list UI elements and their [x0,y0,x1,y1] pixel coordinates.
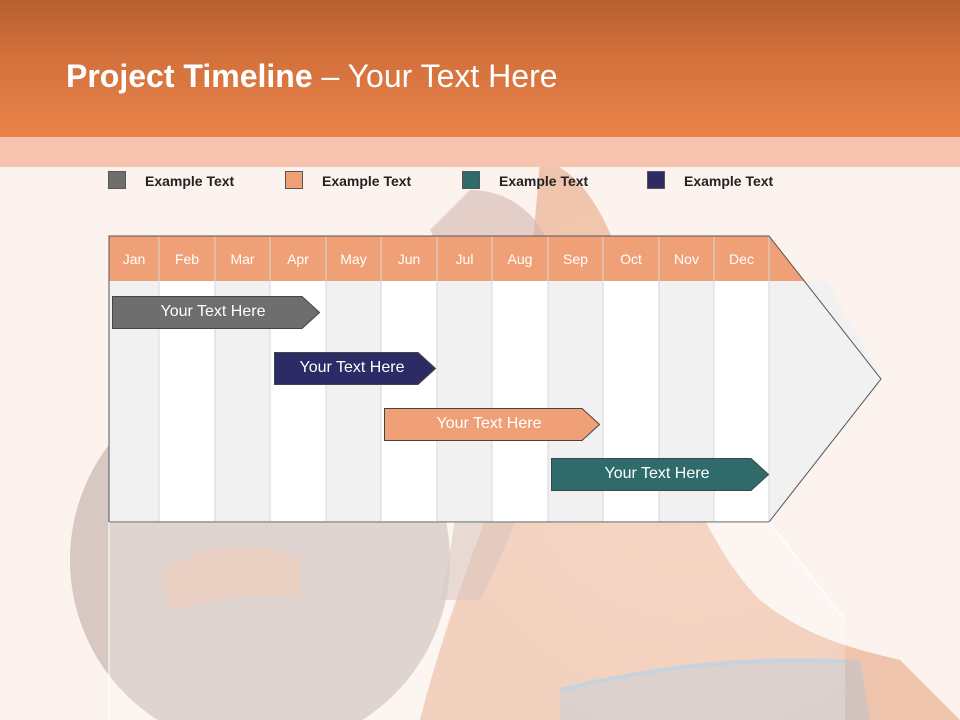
legend-label: Example Text [684,173,774,189]
month-label-apr: Apr [287,251,309,267]
task-label: Your Text Here [604,465,710,482]
month-label-jan: Jan [122,251,146,267]
month-label-sep: Sep [563,251,588,267]
task-label: Your Text Here [299,359,405,376]
task-arrow [551,458,769,491]
month-header-band [109,236,805,281]
month-column [326,281,381,522]
month-label-feb: Feb [174,251,200,267]
task-label: Your Text Here [436,415,542,432]
task-bar[interactable]: Your Text Here [274,352,436,385]
title-bold: Project Timeline [66,58,313,94]
month-label-may: May [340,251,367,267]
task-label: Your Text Here [160,303,266,320]
task-arrow [384,408,600,441]
legend-swatch [647,171,665,189]
task-arrow [274,352,436,385]
legend-label: Example Text [145,173,235,189]
task-arrow-shape [274,352,436,385]
legend-swatch [462,171,480,189]
title-rest: – Your Text Here [312,58,558,94]
header-strip [0,137,960,167]
month-column [381,281,437,522]
month-label-aug: Aug [507,251,533,267]
arrow-head-fill [769,281,881,522]
month-label-dec: Dec [729,251,754,267]
legend-swatch [108,171,126,189]
slide-title: Project Timeline – Your Text Here [66,58,558,95]
month-label-jul: Jul [455,251,474,267]
header-bar [0,0,960,137]
month-label-jun: Jun [397,251,421,267]
task-bar[interactable]: Your Text Here [384,408,600,441]
task-bar[interactable]: Your Text Here [551,458,769,491]
task-arrow [112,296,320,329]
month-column [492,281,548,522]
month-label-oct: Oct [620,251,642,267]
task-arrow-shape [551,458,769,491]
month-label-mar: Mar [230,251,255,267]
timeline-reflection [109,522,845,720]
reflection-edge [768,521,846,621]
legend-label: Example Text [499,173,589,189]
month-label-nov: Nov [674,251,699,267]
task-arrow-shape [384,408,600,441]
legend-label: Example Text [322,173,412,189]
legend-swatch [285,171,303,189]
task-arrow-shape [112,296,320,329]
month-column [437,281,492,522]
task-bar[interactable]: Your Text Here [112,296,320,329]
